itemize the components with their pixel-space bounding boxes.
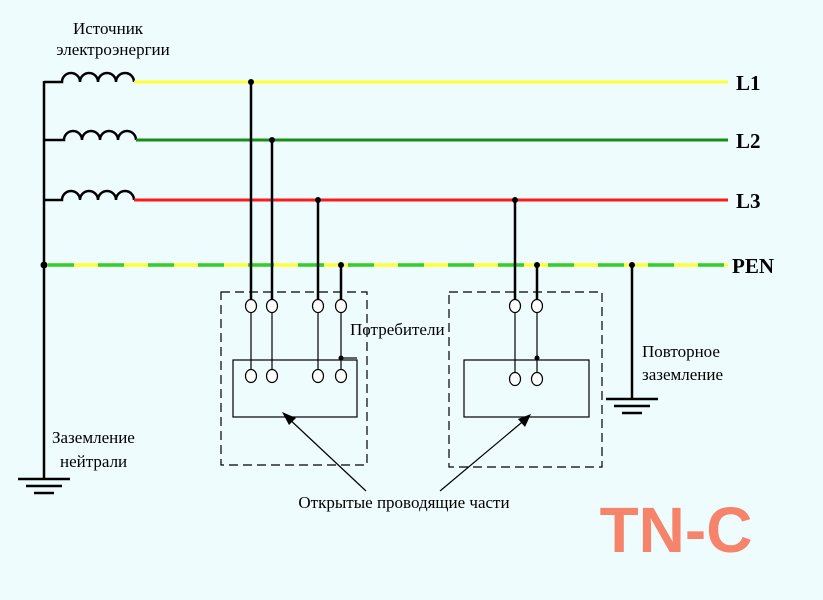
neutral-ground-label-1: Заземление: [52, 428, 135, 447]
repeat-ground-label-1: Повторное: [642, 342, 720, 361]
coil-l1: [44, 71, 136, 84]
consumer2-junctions: [512, 197, 540, 268]
neutral-junction: [40, 261, 48, 269]
consumer2: [448, 291, 603, 468]
consumer2-feeds: [513, 200, 539, 300]
exposed-parts-label: Открытые проводящие части: [298, 493, 509, 512]
label-l1: L1: [736, 71, 761, 95]
consumers-label: Потребители: [350, 320, 445, 339]
system-title: TN-C: [600, 494, 753, 566]
label-pen: PEN: [732, 254, 774, 278]
repeat-ground-label-2: заземление: [642, 365, 723, 384]
source-label-1: Источник: [73, 19, 144, 38]
coil-l2: [44, 129, 138, 142]
neutral-ground-symbol: [18, 477, 70, 495]
exposed-parts-arrows: [285, 415, 528, 492]
consumer1: [220, 291, 368, 466]
repeat-ground-junction: [629, 262, 635, 268]
consumer2-pe-junction: [534, 355, 540, 361]
repeat-ground-symbol: [606, 397, 658, 415]
label-l2: L2: [736, 129, 761, 153]
arrow-head-left: [282, 412, 296, 425]
label-l3: L3: [736, 189, 761, 213]
consumer1-device: [232, 359, 358, 418]
consumer1-feeds: [249, 82, 343, 300]
neutral-ground-label-2: нейтрали: [60, 452, 127, 471]
consumer1-pe-junction: [338, 355, 344, 361]
coil-l3: [44, 189, 136, 202]
consumer1-dashed-box: [220, 291, 368, 466]
source-coils: [42, 71, 138, 478]
consumer2-device: [463, 359, 590, 418]
consumer2-dashed-box: [448, 291, 603, 468]
consumer1-junctions: [248, 79, 344, 268]
source-label-2: электроэнергии: [56, 40, 170, 59]
arrow-head-right: [518, 414, 531, 427]
